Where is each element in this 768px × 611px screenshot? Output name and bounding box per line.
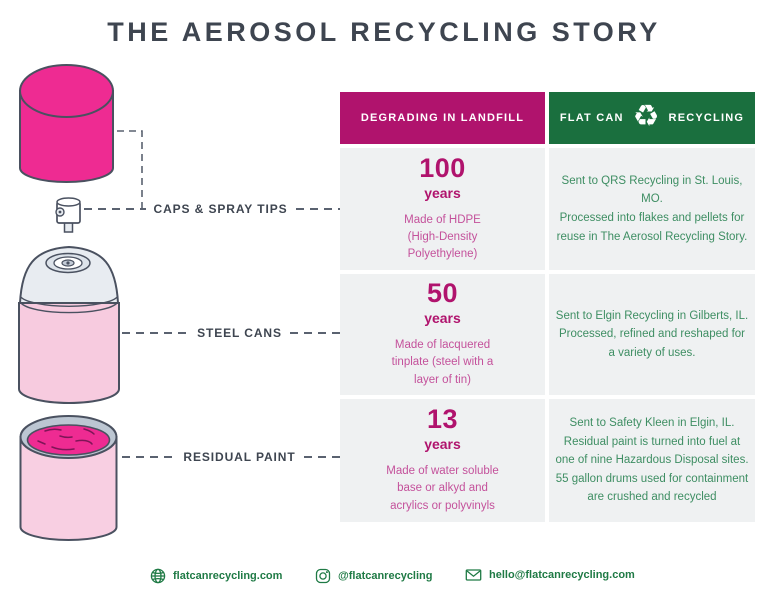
recycling-cell-paint: Sent to Safety Kleen in Elgin, IL.Residu… [549, 399, 755, 522]
recycling-label: RECYCLING [668, 112, 745, 124]
part-label-row-caps: CAPS & SPRAY TIPS [84, 202, 358, 216]
recycling-description: Sent to Safety Kleen in Elgin, IL.Residu… [555, 416, 749, 504]
page-title: THE AEROSOL RECYCLING STORY [107, 17, 661, 47]
comparison-table: DEGRADING IN LANDFILL FLAT CAN ♻ RECYCLI… [340, 92, 755, 522]
header-cell-flat-can-recycling: FLAT CAN ♻ RECYCLING [549, 92, 755, 144]
paint-can-illustration [19, 415, 118, 541]
aerosol-can-diagram [18, 64, 143, 541]
years-unit: years [424, 184, 461, 201]
dashed-leader [295, 208, 358, 210]
aerosol-cap-illustration [19, 64, 114, 183]
dashed-leader [122, 332, 190, 334]
connector-line-cap [117, 130, 143, 209]
footer-website-item: flatcanrecycling.com [150, 568, 282, 584]
header-cell-landfill: DEGRADING IN LANDFILL [340, 92, 545, 144]
dashed-leader [303, 456, 358, 458]
years-value: 50 [426, 278, 459, 309]
part-label-row-steel-cans: STEEL CANS [122, 326, 358, 340]
footer-email-item: hello@flatcanrecycling.com [465, 568, 635, 582]
landfill-header-label: DEGRADING IN LANDFILL [360, 112, 525, 124]
steel-can-illustration [18, 245, 120, 404]
footer-email-text: hello@flatcanrecycling.com [489, 569, 635, 581]
footer-instagram-item: @flatcanrecycling [315, 568, 432, 584]
dashed-leader [289, 332, 358, 334]
part-label-steel-cans: STEEL CANS [197, 326, 282, 340]
recycling-cell-steel: Sent to Elgin Recycling in Gilberts, IL.… [549, 274, 755, 395]
recycle-icon: ♻ [632, 100, 660, 133]
globe-icon [150, 568, 166, 584]
years-value: 100 [419, 152, 466, 183]
envelope-icon [465, 569, 482, 581]
years-value: 13 [426, 404, 459, 435]
years-unit: years [424, 436, 461, 453]
footer-website-text: flatcanrecycling.com [173, 570, 283, 582]
recycling-description: Sent to QRS Recycling in St. Louis, MO.P… [556, 174, 748, 243]
flat-can-label: FLAT CAN [559, 112, 624, 124]
footer-instagram-text: @flatcanrecycling [338, 570, 433, 582]
recycling-cell-caps: Sent to QRS Recycling in St. Louis, MO.P… [549, 148, 755, 270]
spray-tip-illustration [55, 197, 81, 233]
dashed-leader [122, 456, 176, 458]
dashed-leader [84, 208, 146, 210]
years-unit: years [424, 310, 461, 327]
recycling-description: Sent to Elgin Recycling in Gilberts, IL.… [555, 309, 749, 359]
part-label-row-residual-paint: RESIDUAL PAINT [122, 450, 358, 464]
part-label-caps-spray-tips: CAPS & SPRAY TIPS [153, 202, 288, 216]
instagram-icon [315, 568, 331, 584]
paint-texture-strokes [37, 428, 95, 451]
part-label-residual-paint: RESIDUAL PAINT [183, 450, 296, 464]
